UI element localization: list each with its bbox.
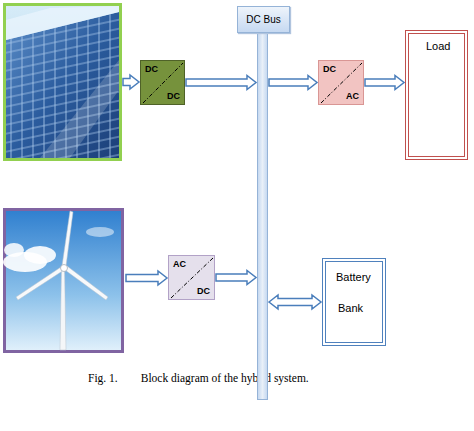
- power-arrow: [126, 271, 167, 285]
- converter-box: DC AC: [318, 60, 364, 105]
- node-label: AC: [346, 91, 359, 101]
- power-arrow: [269, 76, 317, 90]
- node-label: DC: [145, 64, 158, 74]
- node-label: DC: [197, 286, 210, 296]
- wind-turbine-image: [3, 210, 123, 352]
- node-label: DC: [167, 91, 180, 101]
- figure-caption: Fig. 1. Block diagram of the hybrid syst…: [88, 372, 309, 384]
- power-arrow: [186, 76, 256, 90]
- node-label: Battery: [336, 271, 371, 283]
- bus-bar: DC Bus: [257, 33, 268, 400]
- node-label: AC: [173, 259, 186, 269]
- converter-box: DC DC: [140, 60, 185, 105]
- power-arrow: [216, 271, 256, 285]
- solar-panel-image: [5, 5, 121, 160]
- converter-box: AC DC: [168, 255, 215, 300]
- node-label: DC: [323, 64, 336, 74]
- power-arrow: [269, 295, 321, 309]
- node-label: Load: [426, 40, 450, 52]
- power-arrow: [365, 76, 404, 90]
- node-label: Bank: [338, 302, 363, 314]
- node-label: DC Bus: [237, 6, 290, 33]
- battery-box: BatteryBank: [322, 258, 386, 346]
- load-box: Load: [405, 30, 468, 160]
- power-arrow: [123, 75, 139, 89]
